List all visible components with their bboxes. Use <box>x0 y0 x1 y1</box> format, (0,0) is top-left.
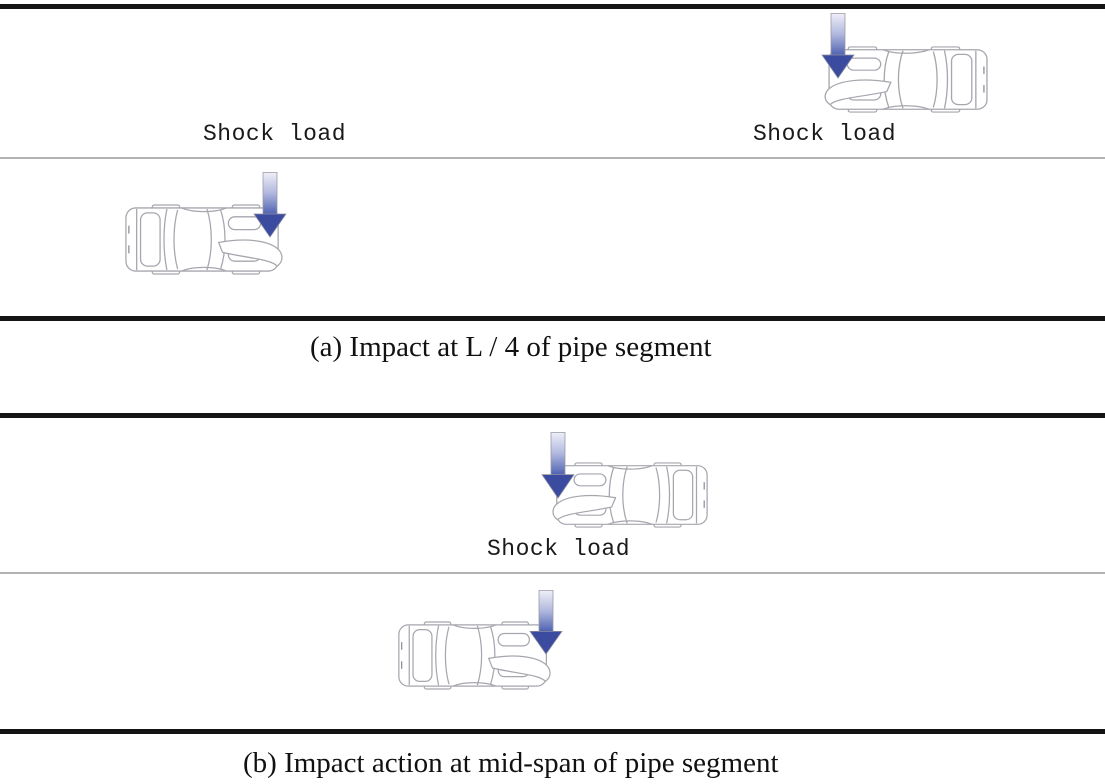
caption-panel-b: (b) Impact action at mid-span of pipe se… <box>243 747 779 779</box>
car-top-view-icon <box>396 621 553 690</box>
shock-load-label: Shock load <box>203 121 347 147</box>
caption-panel-a: (a) Impact at L / 4 of pipe segment <box>310 331 712 363</box>
shock-load-arrow-icon <box>528 590 564 655</box>
rule-top <box>0 4 1105 9</box>
shock-load-label: Shock load <box>487 536 631 562</box>
shock-load-arrow-icon <box>820 13 856 79</box>
car-top-view-icon <box>822 46 990 113</box>
shock-load-arrow-icon <box>540 432 576 499</box>
lane-divider-line <box>0 572 1105 574</box>
rule-above-caption-b <box>0 729 1105 734</box>
shock-load-arrow-icon <box>252 172 288 238</box>
rule-below-caption-a <box>0 413 1105 418</box>
rule-above-caption-a <box>0 316 1105 321</box>
lane-divider-line <box>0 157 1105 159</box>
car-top-view-icon <box>550 462 710 528</box>
shock-load-label: Shock load <box>753 121 897 147</box>
car-top-view-icon <box>123 204 285 275</box>
